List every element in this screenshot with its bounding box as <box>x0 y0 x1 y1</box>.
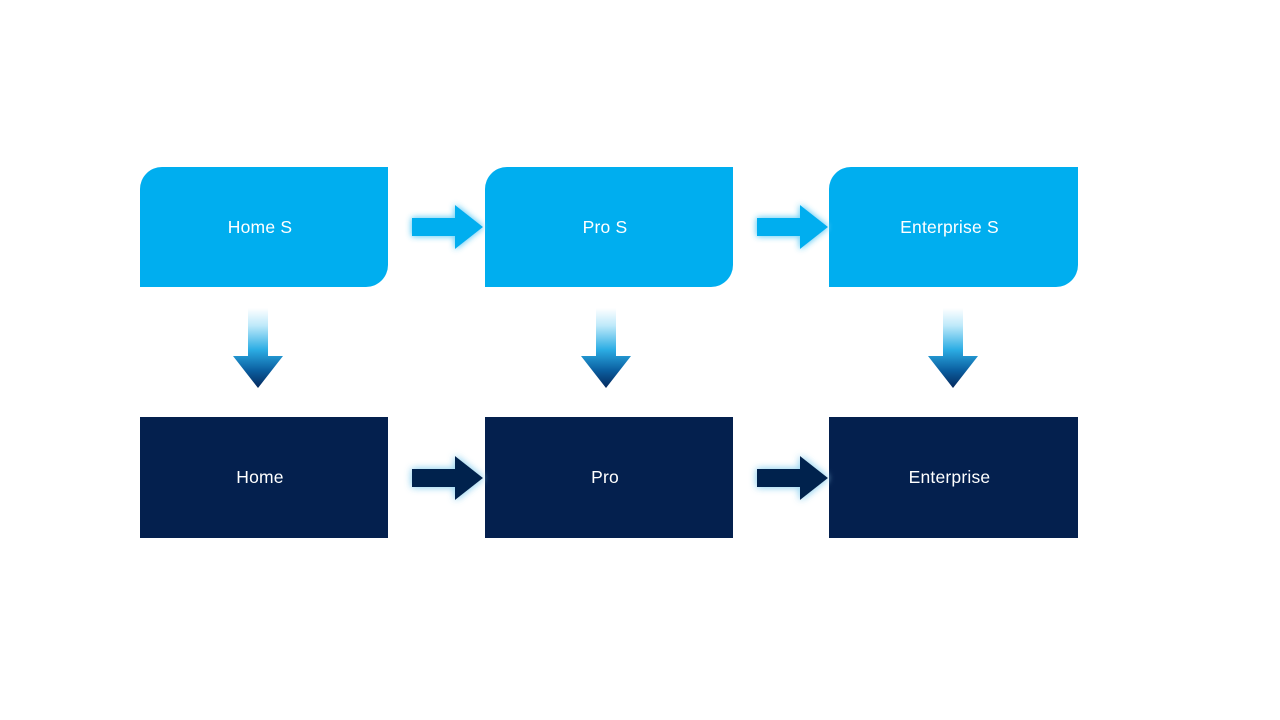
arrow-right-icon-service-pro-to-enterprise <box>753 201 831 253</box>
node-label: Home S <box>227 216 293 237</box>
node-label: Pro <box>591 467 619 487</box>
node-pro-s[interactable]: Pro S <box>485 167 733 287</box>
node-pro[interactable]: Pro <box>485 417 733 538</box>
node-label: Enterprise S <box>900 216 999 237</box>
arrow-down-icon-pro <box>578 308 634 390</box>
arrow-right-icon-product-home-to-pro <box>408 452 486 504</box>
arrow-right-icon-service-home-to-pro <box>408 201 486 253</box>
arrow-right-icon-product-pro-to-enterprise <box>753 452 831 504</box>
arrow-down-icon-enterprise <box>925 308 981 390</box>
node-label: Enterprise <box>908 467 991 487</box>
node-enterprise[interactable]: Enterprise <box>829 417 1078 538</box>
node-label: Pro S <box>582 216 628 237</box>
arrow-down-icon-home <box>230 308 286 390</box>
node-home-s[interactable]: Home S <box>140 167 388 287</box>
node-home[interactable]: Home <box>140 417 388 538</box>
node-label: Home <box>236 467 284 487</box>
node-enterprise-s[interactable]: Enterprise S <box>829 167 1078 287</box>
